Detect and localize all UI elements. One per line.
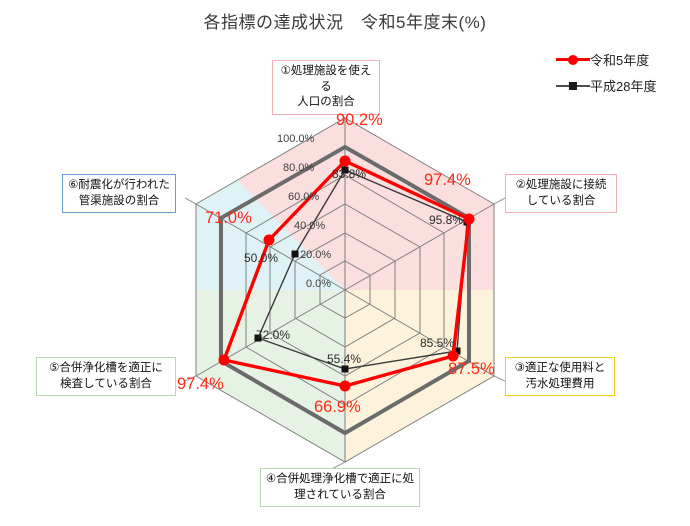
- r5-point-1: [339, 155, 351, 167]
- h28-point-1: [341, 166, 349, 174]
- category-label-1: ①処理施設を使える 人口の割合: [272, 60, 380, 115]
- value-label-r5-6: 71.0%: [205, 209, 252, 227]
- legend-key-r5: [556, 52, 590, 68]
- axis-tick-40: 40.0%: [294, 220, 326, 232]
- legend-item-h28[interactable]: 平成28年度: [556, 73, 686, 99]
- series-r5-markers: [218, 155, 475, 392]
- r5-point-2: [463, 213, 475, 225]
- value-label-r5-3: 87.5%: [448, 360, 495, 378]
- axis-tick-80: 80.0%: [283, 162, 315, 174]
- h28-point-5: [254, 334, 262, 342]
- value-label-r5-5: 97.4%: [177, 375, 224, 393]
- category-label-4: ④合併処理浄化槽で適正に処 理されている割合: [260, 468, 420, 508]
- value-label-h28-2: 95.8%: [429, 213, 464, 227]
- category-label-2: ②処理施設に接続 している割合: [505, 174, 617, 214]
- legend-label-r5: 令和5年度: [590, 52, 650, 68]
- legend-key-h28: [556, 78, 590, 94]
- axis-tick-20: 20.0%: [300, 249, 332, 261]
- r5-point-3: [447, 350, 459, 362]
- category-label-6: ⑥耐震化が行われた 管渠施設の割合: [62, 174, 176, 214]
- h28-point-4: [341, 365, 349, 373]
- h28-point-3: [453, 347, 461, 355]
- value-label-r5-2: 97.4%: [424, 171, 471, 189]
- square-marker-icon: [569, 82, 577, 90]
- r5-point-4: [339, 380, 351, 392]
- chart-title: 各指標の達成状況 令和5年度末(%): [203, 13, 487, 32]
- category-label-3: ③適正な使用料と 汚水処理費用: [505, 357, 615, 397]
- value-label-r5-4: 66.9%: [314, 398, 361, 416]
- value-label-h28-5: 72.0%: [256, 328, 291, 342]
- value-label-h28-6: 50.0%: [244, 251, 279, 265]
- sector-bottom-left2: [196, 290, 345, 462]
- r5-point-5: [218, 354, 230, 366]
- sector-lower-right-wedge3: [345, 290, 494, 462]
- axis-tick-0: 0.0%: [306, 278, 332, 290]
- value-label-h28-1: 83.8%: [332, 167, 367, 181]
- legend-item-r5[interactable]: 令和5年度: [556, 47, 686, 73]
- axis-tick-100: 100.0%: [277, 133, 315, 145]
- circle-marker-icon: [568, 55, 578, 65]
- value-label-h28-3: 85.5%: [420, 336, 455, 350]
- r5-point-6: [263, 234, 275, 246]
- h28-point-6: [291, 250, 299, 258]
- axis-tick-60: 60.0%: [288, 191, 320, 203]
- legend-label-h28: 平成28年度: [590, 78, 657, 94]
- sector-upper-right-wedge: [345, 118, 494, 290]
- category-label-5: ⑤合併浄化槽を適正に 検査している割合: [36, 357, 176, 397]
- chart-legend: 令和5年度 平成28年度: [556, 47, 686, 99]
- value-label-h28-4: 55.4%: [327, 352, 362, 366]
- value-label-r5-1: 90.2%: [336, 111, 383, 129]
